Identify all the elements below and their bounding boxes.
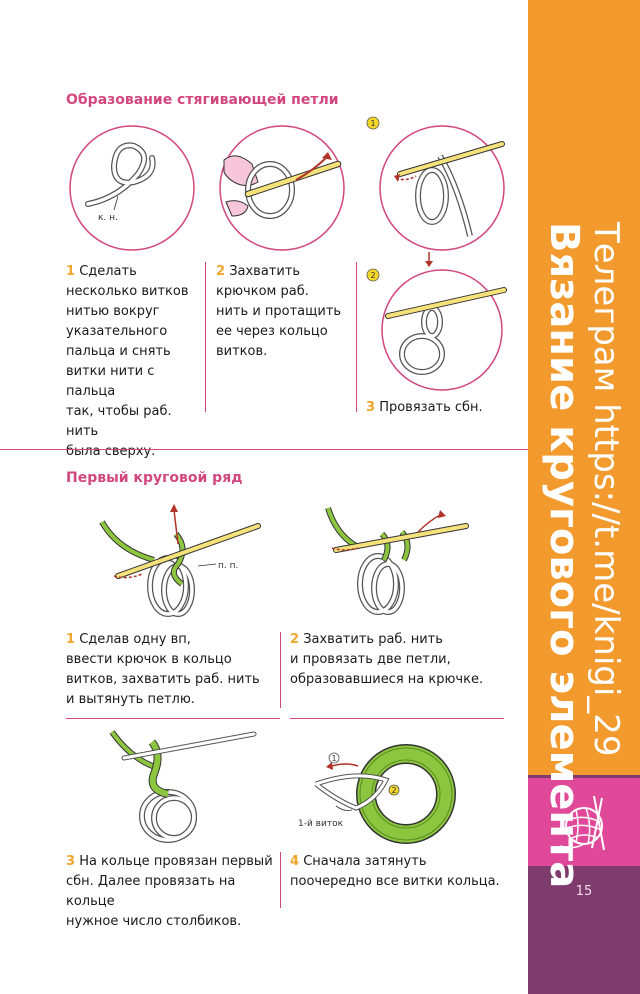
- column-divider: [205, 262, 206, 412]
- illustration-hook-pull-loop: 1: [366, 116, 505, 251]
- step-text: Сделать: [79, 264, 137, 279]
- step-text: так, чтобы раб. нить: [66, 404, 172, 439]
- step-text: крючком раб.: [216, 284, 309, 299]
- column-divider: [356, 262, 357, 412]
- step-number: 2: [216, 264, 226, 279]
- step-text: Захватить раб. нить: [303, 632, 443, 647]
- step-text: несколько витков: [66, 284, 189, 299]
- step-text: витков, захватить раб. нить: [66, 672, 260, 687]
- step-text: Захватить: [229, 264, 301, 279]
- section1-step-3: 3 Провязать сбн.: [366, 398, 516, 418]
- step-text: нитью вокруг: [66, 304, 160, 319]
- section2-step-4: 4 Сначала затянуть поочередно все витки …: [290, 852, 510, 892]
- section2-title: Первый круговой ряд: [66, 470, 243, 486]
- row-divider: [66, 718, 280, 719]
- label-kn: к. н.: [98, 213, 118, 223]
- illustration-two-loops-on-hook: [325, 507, 469, 615]
- step-text: витков.: [216, 344, 268, 359]
- step-text: нить и протащить: [216, 304, 342, 319]
- marker-2-tighten: 2: [392, 786, 397, 795]
- illustration-single-crochet-start: 2: [366, 268, 507, 391]
- step-text: и провязать две петли,: [290, 652, 451, 667]
- sidebar: Телеграм https://t.me/knigi_29 Вязание к…: [528, 0, 640, 994]
- step-text: была сверху.: [66, 444, 156, 459]
- step-text: нужное число столбиков.: [66, 914, 242, 929]
- label-first-turn: 1-й виток: [298, 819, 344, 829]
- step-text: указательного: [66, 324, 168, 339]
- section2-step-2: 2 Захватить раб. нить и провязать две пе…: [290, 630, 520, 690]
- column-divider: [280, 632, 281, 708]
- label-pp: п. п.: [218, 561, 238, 571]
- yarn-ball-icon: [559, 795, 605, 851]
- step-text: Провязать сбн.: [379, 400, 483, 415]
- step-text: поочередно все витки кольца.: [290, 874, 500, 889]
- chapter-heading: Вязание кругового элемента: [541, 222, 587, 889]
- illustration-hook-through-ring: [219, 125, 345, 251]
- step-text: На кольце провязан первый: [79, 854, 273, 869]
- illustration-slip-ring-loops: к. н.: [69, 125, 195, 251]
- chapter-title: Телеграм https://t.me/knigi_29 Вязание к…: [528, 0, 640, 889]
- sidebar-pink-panel: [528, 778, 640, 866]
- row-divider: [290, 718, 504, 719]
- section1-title: Образование стягивающей петли: [66, 92, 339, 108]
- step-number: 3: [366, 400, 376, 415]
- illustration-first-chain: п. п.: [99, 504, 261, 617]
- step-text: сбн. Далее провязать на кольце: [66, 874, 236, 909]
- section1-step-1: 1 Сделать несколько витков нитью вокруг …: [66, 262, 206, 462]
- step-text: ее через кольцо: [216, 324, 328, 339]
- step-text: Сначала затянуть: [303, 854, 427, 869]
- step-number: 1: [66, 264, 76, 279]
- page-number: 15: [575, 884, 593, 899]
- down-arrow-icon: [425, 252, 433, 267]
- step-number: 4: [290, 854, 300, 869]
- illustration-first-sc-on-ring: [109, 730, 257, 843]
- illustration-tighten-ring: 1 2 1-й виток: [298, 744, 456, 844]
- step-text: и вытянуть петлю.: [66, 692, 195, 707]
- sidebar-orange-panel: [528, 0, 640, 775]
- step-number: 2: [290, 632, 300, 647]
- telegram-line: Телеграм https://t.me/knigi_29: [586, 222, 626, 757]
- step-text: ввести крючок в кольцо: [66, 652, 232, 667]
- column-divider: [280, 852, 281, 908]
- section1-step-2: 2 Захватить крючком раб. нить и протащит…: [216, 262, 356, 362]
- marker-2: 2: [371, 271, 376, 280]
- step-text: витки нити с пальца: [66, 364, 155, 399]
- marker-1: 1: [371, 119, 376, 128]
- step-number: 1: [66, 632, 76, 647]
- marker-1-tighten: 1: [332, 754, 337, 763]
- step-number: 3: [66, 854, 76, 869]
- section-divider: [0, 449, 528, 450]
- step-text: образовавшиеся на крючке.: [290, 672, 484, 687]
- section2-step-3: 3 На кольце провязан первый сбн. Далее п…: [66, 852, 280, 932]
- step-text: пальца и снять: [66, 344, 171, 359]
- step-text: Сделав одну вп,: [79, 632, 191, 647]
- section2-step-1: 1 Сделав одну вп, ввести крючок в кольцо…: [66, 630, 276, 710]
